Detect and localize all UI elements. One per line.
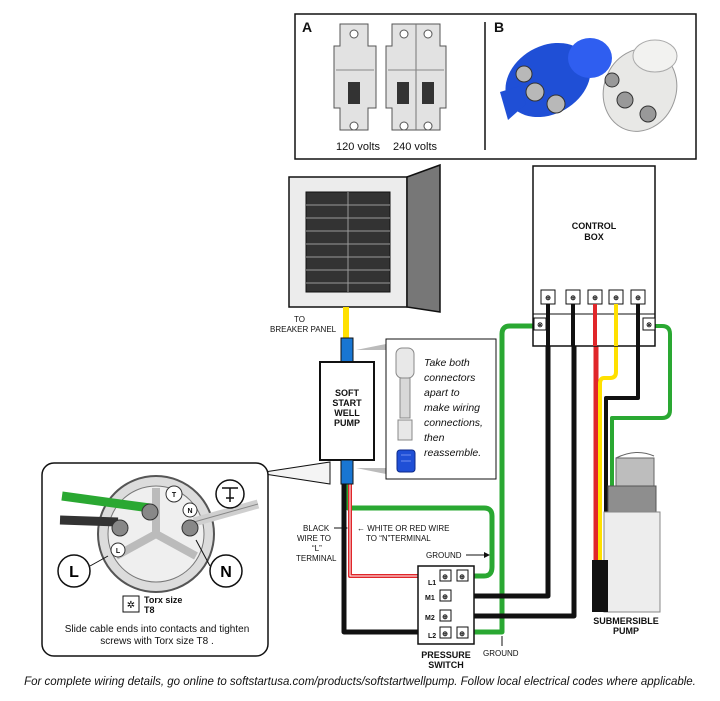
pressure-switch-line1: PRESSURE <box>421 650 471 660</box>
torx-label-2: T8 <box>144 605 155 615</box>
pump-label-line1: SUBMERSIBLE <box>593 616 659 626</box>
note-line-6: then <box>424 432 445 444</box>
ps-terminal-m2: M2 <box>425 615 435 622</box>
svg-text:⊕: ⊕ <box>613 295 619 302</box>
pump-label-line2: PUMP <box>613 626 639 636</box>
control-box-line2: BOX <box>584 232 604 242</box>
l-terminal-label: L <box>69 564 79 581</box>
t-mark: T <box>172 492 177 499</box>
svg-text:⊕: ⊕ <box>545 295 551 302</box>
terminal-inset: T L N L N ✲ Torx size T8 <box>41 461 331 657</box>
torx-icon <box>122 595 140 613</box>
ps-terminal-m1: M1 <box>425 595 435 602</box>
svg-text:⊕: ⊕ <box>442 614 448 621</box>
control-box: CONTROL BOX ⊕ ⊕ ⊕ ⊕ ⊕ ⊗ ⊗ <box>532 165 656 347</box>
soft-start-line4: PUMP <box>334 418 360 428</box>
panel-b-tag: B <box>494 19 504 35</box>
blue-connector-icon <box>500 38 612 120</box>
svg-text:N: N <box>187 508 192 515</box>
note-line-3: apart to <box>424 387 460 399</box>
ground-label-top: GROUND <box>426 551 462 560</box>
inline-connector-icon <box>395 347 416 473</box>
note-line-5: connections, <box>424 417 483 429</box>
note-line-2: connectors <box>424 372 476 384</box>
black-wire-label-1: BLACK <box>303 524 330 533</box>
breaker-240v <box>385 23 447 131</box>
black-wire-label-4: TERMINAL <box>296 554 337 563</box>
control-box-terminals: ⊕ ⊕ ⊕ ⊕ ⊕ ⊗ ⊗ <box>533 289 656 331</box>
svg-text:⊕: ⊕ <box>442 631 448 638</box>
breaker-connector-panel: A B 120 volts 240 volts <box>294 13 697 160</box>
svg-text:⊗: ⊗ <box>646 322 652 329</box>
svg-text:L: L <box>116 548 121 555</box>
svg-text:⊕: ⊕ <box>459 574 465 581</box>
ground-label-bottom: GROUND <box>483 649 519 658</box>
footer-text: For complete wiring details, go online t… <box>24 676 696 688</box>
n-terminal-label: N <box>220 564 232 581</box>
soft-start-line1: SOFT <box>335 388 360 398</box>
ps-terminal-l2: L2 <box>428 633 436 640</box>
note-line-7: reassemble. <box>424 447 481 459</box>
ps-terminal-l1: L1 <box>428 580 436 587</box>
label-240-volts: 240 volts <box>393 141 438 153</box>
svg-text:⊕: ⊕ <box>635 295 641 302</box>
breaker-label-line1: TO <box>294 315 305 324</box>
soft-start-line2: START <box>332 398 362 408</box>
breaker-label-line2: BREAKER PANEL <box>270 325 337 334</box>
breaker-panel-box <box>288 163 441 313</box>
soft-start-unit: SOFT START WELL PUMP <box>319 337 386 485</box>
svg-text:⊕: ⊕ <box>570 295 576 302</box>
black-wire-label-2: WIRE TO <box>297 534 331 543</box>
svg-text:✲: ✲ <box>127 600 135 611</box>
svg-text:⊗: ⊗ <box>537 322 543 329</box>
connector-callout: Take both connectors apart to make wirin… <box>385 338 497 480</box>
white-connector-icon <box>602 39 678 132</box>
torx-label-1: Torx size <box>144 595 182 605</box>
panel-a-tag: A <box>302 19 312 35</box>
black-wire-label-3: “L” <box>312 544 322 553</box>
soft-start-line3: WELL <box>334 408 360 418</box>
pressure-switch-line2: SWITCH <box>428 660 464 670</box>
pressure-switch: L1 M1 M2 L2 ⊕ ⊕ ⊕ ⊕ ⊕ ⊕ <box>417 565 475 645</box>
note-line-1: Take both <box>424 357 470 369</box>
note-line-4: make wiring <box>424 402 480 414</box>
label-120-volts: 120 volts <box>336 141 381 153</box>
control-box-line1: CONTROL <box>572 221 617 231</box>
submersible-pump-icon <box>592 452 661 613</box>
svg-text:⊕: ⊕ <box>459 631 465 638</box>
svg-text:⊕: ⊕ <box>592 295 598 302</box>
wires <box>341 307 672 635</box>
white-wire-label-1: ← WHITE OR RED WIRE <box>357 524 449 533</box>
breaker-120v <box>333 23 377 131</box>
svg-text:⊕: ⊕ <box>442 574 448 581</box>
svg-text:⊕: ⊕ <box>442 594 448 601</box>
white-wire-label-2: TO “N”TERMINAL <box>366 534 431 543</box>
inset-note: Slide cable ends into contacts and tight… <box>64 624 250 647</box>
